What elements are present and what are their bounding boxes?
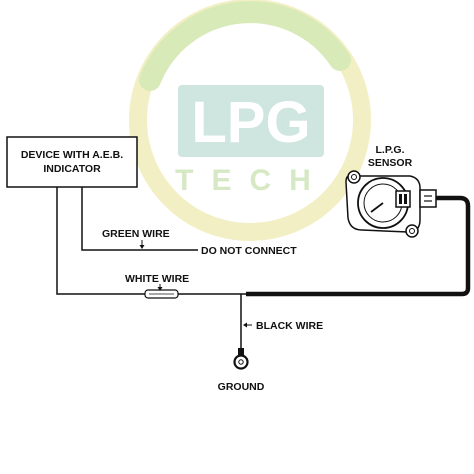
black-wire-arrow-head [243, 322, 247, 328]
device-label-line2: INDICATOR [43, 163, 101, 175]
sensor-connector [395, 190, 411, 208]
device-label-line1: DEVICE WITH A.E.B. [21, 149, 123, 161]
ground-label: GROUND [218, 381, 265, 393]
watermark-ring-arc [139, 1, 351, 91]
ground-terminal-crimp [238, 348, 244, 356]
watermark-box [178, 85, 324, 157]
device-box: DEVICE WITH A.E.B. INDICATOR [6, 136, 138, 188]
lpg-tech-watermark: LPG TECH [129, 0, 371, 241]
watermark-brand: LPG [191, 90, 310, 155]
green-wire-line [81, 187, 198, 251]
sensor-connector-pin-2 [404, 194, 407, 204]
black-wire-label: BLACK WIRE [256, 320, 323, 332]
sensor-mount-hole-bottom-inner [409, 228, 415, 234]
green-wire-label: GREEN WIRE [102, 228, 170, 240]
white-wire: WHITE WIRE [56, 187, 246, 299]
green-wire-arrow-head [139, 245, 145, 249]
black-wire: BLACK WIRE [240, 294, 323, 352]
sensor-mount-hole-top-inner [351, 174, 357, 180]
white-wire-label: WHITE WIRE [125, 273, 189, 285]
ground-terminal-hole [238, 359, 244, 365]
watermark-sub: TECH [175, 164, 329, 197]
ground-terminal: GROUND [218, 348, 265, 393]
do-not-connect-label: DO NOT CONNECT [201, 245, 297, 257]
device-box-frame [6, 136, 138, 188]
white-wire-arrow-head [157, 287, 163, 291]
harness-plug [419, 189, 437, 208]
white-wire-line [56, 187, 145, 295]
sensor-label-line2: SENSOR [368, 157, 413, 169]
sensor-label-line1: L.P.G. [376, 144, 405, 156]
green-wire: GREEN WIRE DO NOT CONNECT [81, 187, 297, 257]
sensor-dial-needle [370, 202, 384, 213]
harness-cable [246, 195, 471, 297]
lpg-sensor: L.P.G. SENSOR [345, 144, 437, 238]
sensor-connector-pin-1 [399, 194, 402, 204]
sensor-harness [246, 195, 471, 297]
